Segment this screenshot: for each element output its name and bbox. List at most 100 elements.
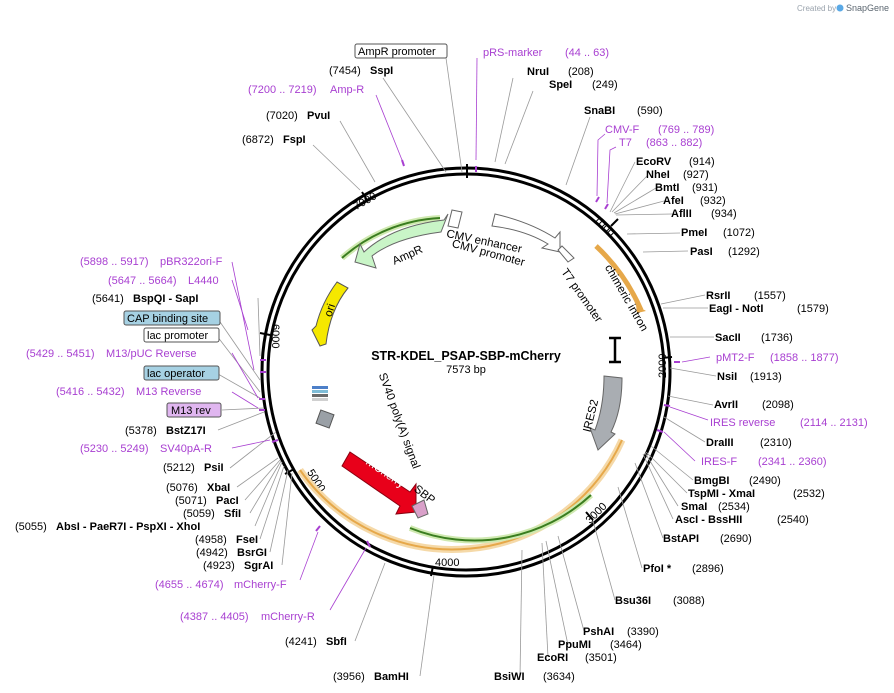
nhei-name: NheI [646, 169, 670, 181]
tick-1000: 1000 [591, 214, 617, 240]
bmti-name: BmtI [655, 182, 679, 194]
mcherry-f-name: mCherry-F [234, 579, 287, 591]
cmv-f-name: CMV-F [605, 124, 640, 136]
ori-arrow [311, 281, 349, 347]
ppumi-name: PpuMI [558, 639, 591, 651]
ampr-arrow [354, 213, 449, 269]
aflii-name: AflII [671, 208, 692, 220]
smai-name: SmaI [681, 501, 707, 513]
cmv-promoter-arrow [557, 245, 575, 263]
lac-promoter-box [143, 327, 220, 343]
rsrii-pos: (1557) [754, 290, 786, 302]
primer-ticks [259, 159, 680, 548]
ampr-promoter-arrow [447, 209, 463, 229]
pshai-pos: (3390) [627, 626, 659, 638]
sgrai-pos: (4923) [203, 560, 235, 572]
absi-group-name: AbsI - PaeR7I - PspXI - XhoI [56, 521, 200, 533]
paci-name: PacI [216, 495, 239, 507]
bsrgi-name: BsrGI [237, 547, 267, 559]
pbr322ori-f-name: pBR322ori-F [160, 256, 223, 268]
nrui-pos: (208) [568, 66, 594, 78]
fsei-name: FseI [236, 534, 258, 546]
primer-leader-lines [231, 57, 711, 611]
sv40pa-r-range: (5230 .. 5249) [80, 443, 149, 455]
lac-operator-box [143, 365, 220, 381]
pasi-name: PasI [690, 246, 713, 258]
m13-rev-box [166, 402, 222, 418]
pfoi-pos: (2896) [692, 563, 724, 575]
asci-bsshii-name: AscI - BssHII [675, 514, 742, 526]
smai-pos: (2534) [718, 501, 750, 513]
sacii-name: SacII [715, 332, 741, 344]
intron-mark [609, 336, 621, 364]
tick-4000: 4000 [435, 557, 459, 569]
feature-arc-green-1-core [409, 494, 592, 542]
mcherry-r-name: mCherry-R [261, 611, 315, 623]
ampr-promoter-box [354, 43, 448, 59]
t7-range: (863 .. 882) [646, 137, 702, 149]
sgrai-name: SgrAI [244, 560, 273, 572]
m13-reverse-name: M13 Reverse [136, 386, 201, 398]
sv40-polya-label: SV40 poly(A) signal [376, 371, 422, 470]
plasmid-name: STR-KDEL_PSAP-SBP-mCherry [371, 349, 561, 363]
pmei-name: PmeI [681, 227, 707, 239]
ires-f-name: IRES-F [701, 456, 737, 468]
prs-marker-range: (44 .. 63) [565, 47, 609, 59]
ecori-name: EcoRI [537, 652, 568, 664]
xbai-name: XbaI [207, 482, 230, 494]
bspqi-sapi-name: BspQI - SapI [133, 293, 198, 305]
bmgbi-pos: (2490) [749, 475, 781, 487]
nsii-name: NsiI [717, 371, 737, 383]
nsii-pos: (1913) [750, 371, 782, 383]
chimeric-intron-label: chimeric intron [602, 263, 650, 334]
fspi-name: FspI [283, 134, 306, 146]
sbfi-pos: (4241) [285, 636, 317, 648]
tick-6000: 6000 [269, 324, 281, 348]
m13-puc-reverse-range: (5429 .. 5451) [26, 348, 95, 360]
nrui-name: NruI [527, 66, 549, 78]
feature-arc-orange-1 [594, 244, 644, 311]
prs-marker-name: pRS-marker [483, 47, 543, 59]
feature-arc-orange-2-core [299, 439, 623, 551]
ires2-arrow [589, 375, 623, 451]
ori-label: ori [323, 303, 338, 319]
plasmid-length: 7573 bp [446, 364, 486, 376]
amp-r-name: Amp-R [330, 84, 364, 96]
afei-name: AfeI [663, 195, 684, 207]
ampr-promoter-label: AmpR promoter [358, 46, 436, 58]
feature-arc-green-1 [408, 492, 594, 544]
asci-bsshii-pos: (2540) [777, 514, 809, 526]
ampr-label: AmpR [391, 244, 425, 268]
feature-arc-green-2-core [341, 217, 441, 259]
ecorv-pos: (914) [689, 156, 715, 168]
bsrgi-pos: (4942) [196, 547, 228, 559]
psii-name: PsiI [204, 462, 224, 474]
tspmi-xmai-name: TspMI - XmaI [688, 488, 755, 500]
sv40pa-r-name: SV40pA-R [160, 443, 212, 455]
pbr322ori-f-range: (5898 .. 5917) [80, 256, 149, 268]
lac-promoter-label: lac promoter [147, 330, 208, 342]
bstz17i-pos: (5378) [125, 425, 157, 437]
bsu36i-name: Bsu36I [615, 595, 651, 607]
avrii-pos: (2098) [762, 399, 794, 411]
tick-2000: 2000 [657, 354, 669, 378]
afei-pos: (932) [700, 195, 726, 207]
draiii-name: DraIII [706, 437, 734, 449]
cap-binding-site-box [123, 310, 221, 326]
psii-pos: (5212) [163, 462, 195, 474]
lac-operator-label: lac operator [147, 368, 205, 380]
l4440-range: (5647 .. 5664) [108, 275, 177, 287]
ppumi-pos: (3464) [610, 639, 642, 651]
ecorv-name: EcoRV [636, 156, 672, 168]
pasi-pos: (1292) [728, 246, 760, 258]
spei-pos: (249) [592, 79, 618, 91]
sv40-ori-box [315, 409, 335, 429]
bsu36i-pos: (3088) [673, 595, 705, 607]
ecori-pos: (3501) [585, 652, 617, 664]
pmei-pos: (1072) [723, 227, 755, 239]
pmt2-f-name: pMT2-F [716, 352, 755, 364]
lac-feature-stack [312, 386, 328, 401]
aflii-pos: (934) [711, 208, 737, 220]
paci-pos: (5071) [175, 495, 207, 507]
